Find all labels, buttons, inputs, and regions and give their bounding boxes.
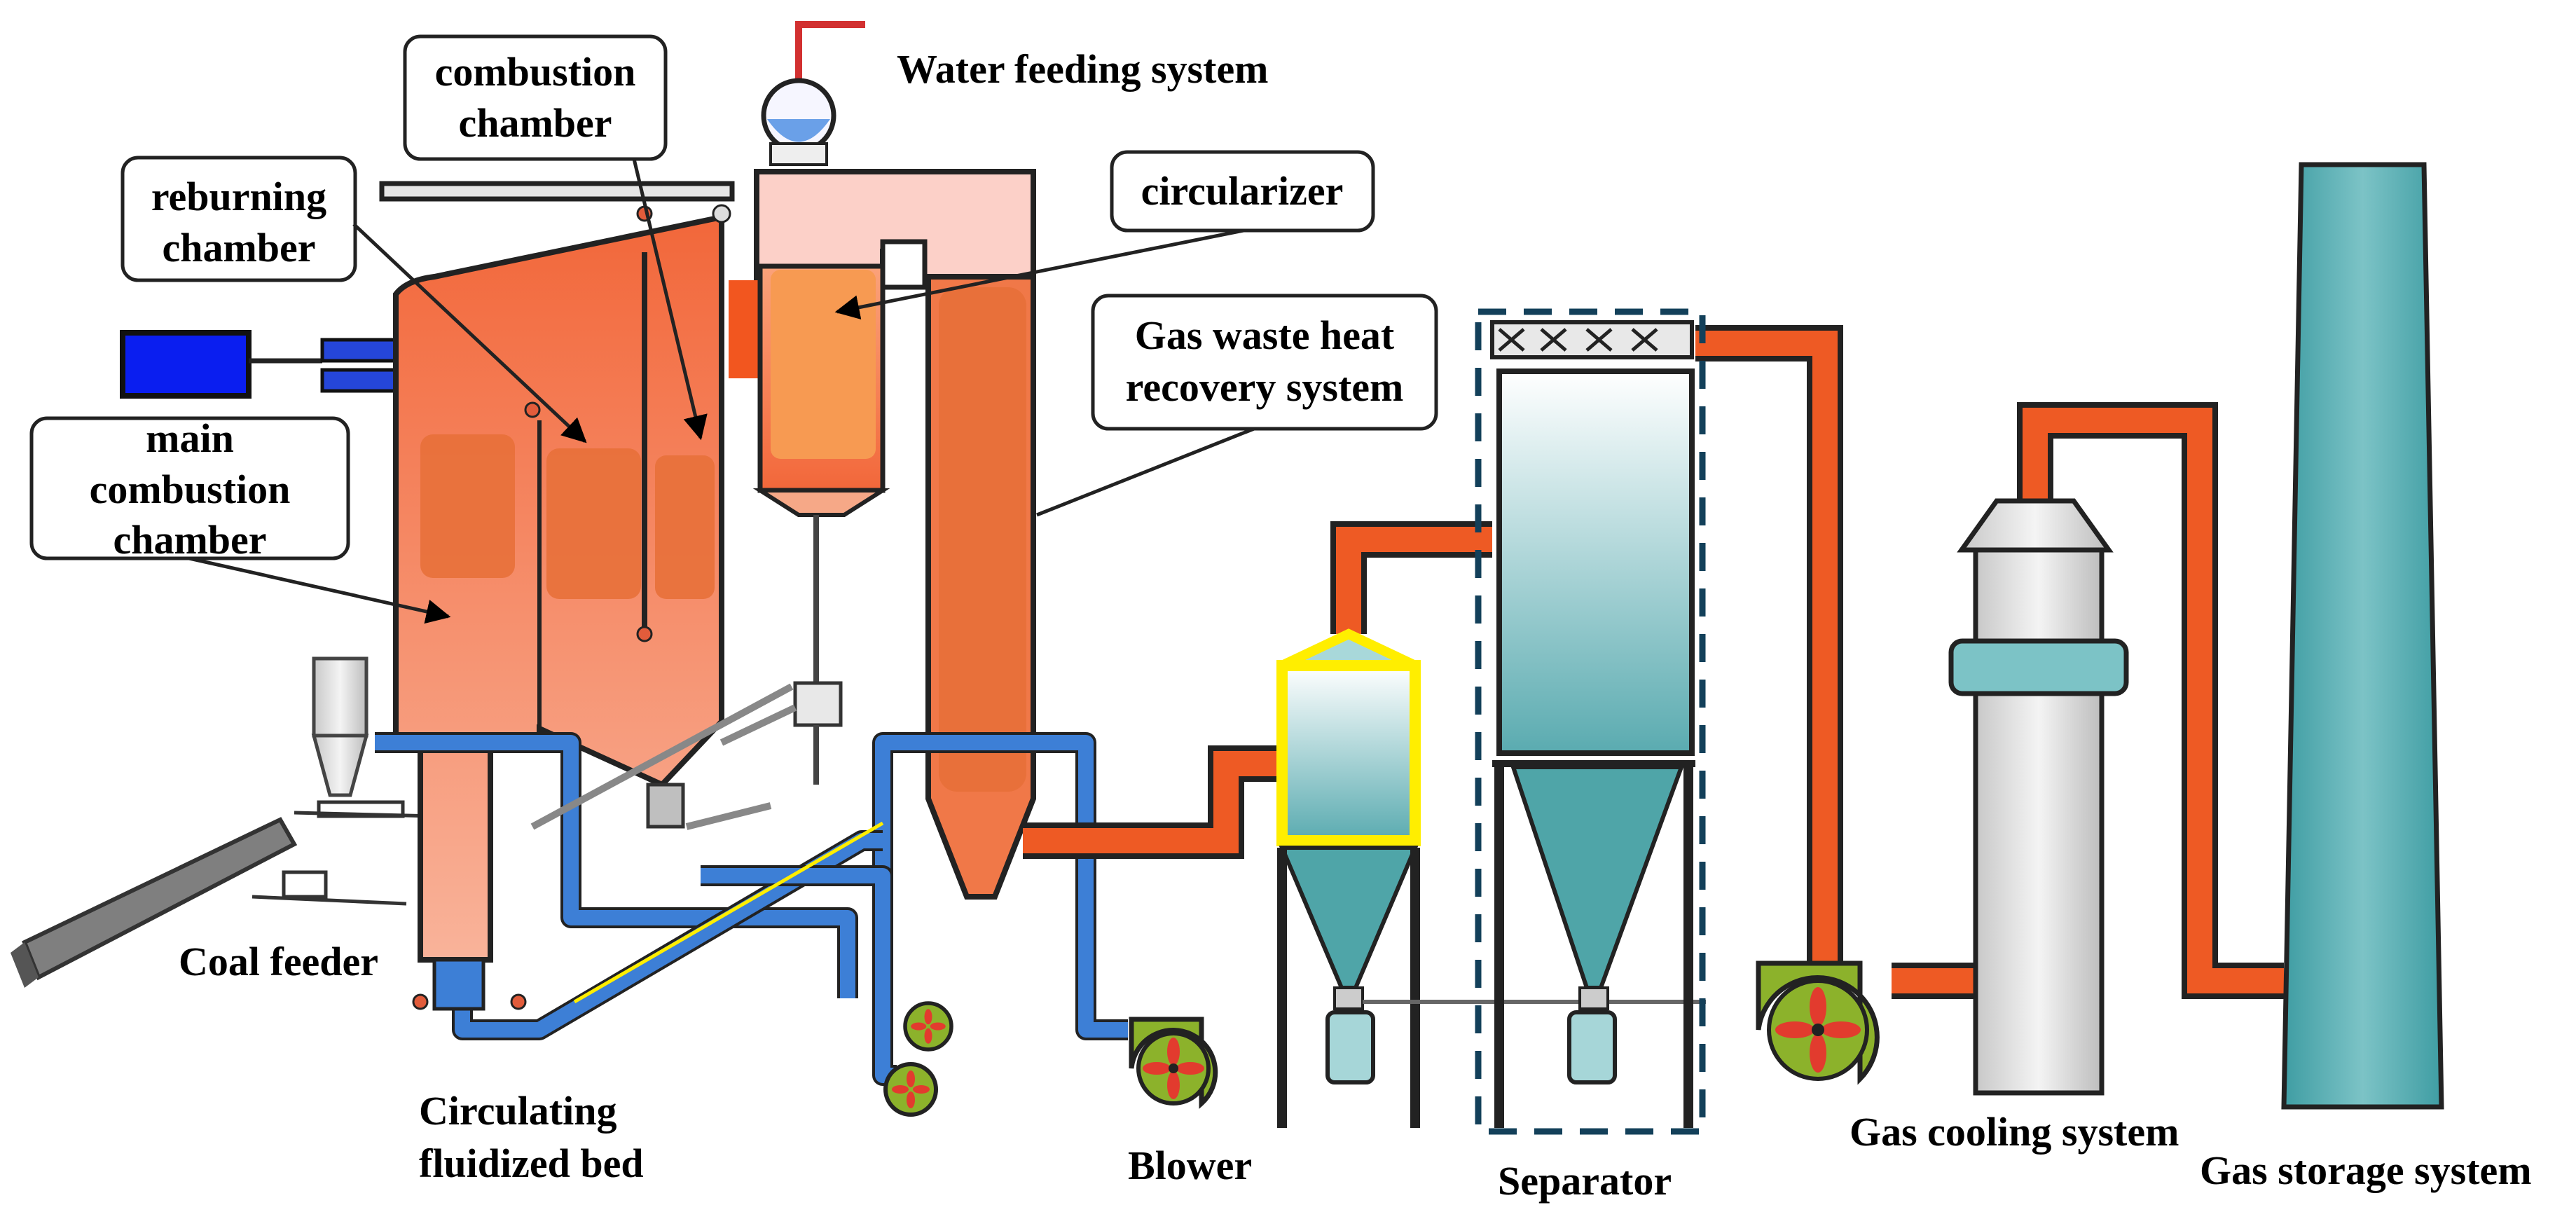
label-blower: Blower — [1128, 1143, 1252, 1188]
callout-text: chamber — [113, 517, 266, 563]
callout-text: chamber — [458, 100, 612, 146]
separator — [1475, 308, 1706, 1135]
callout-text: reburning — [151, 174, 326, 219]
callout-combustion-chamber: combustion chamber — [403, 34, 708, 441]
label-gas-storage: Gas storage system — [2200, 1148, 2532, 1193]
fan-icon — [1756, 960, 1880, 1085]
callout-text: combustion — [435, 49, 636, 95]
fan-icon — [1129, 1017, 1218, 1109]
callout-text: circularizer — [1141, 168, 1344, 214]
label-cfb: Circulating — [419, 1088, 617, 1134]
callout-text: recovery system — [1126, 364, 1404, 410]
callout-reburning-chamber: reburning chamber — [120, 156, 587, 443]
bag-filter — [1276, 628, 1706, 1128]
gas-storage-stack — [2281, 162, 2444, 1110]
water-drum — [761, 21, 865, 166]
cfb-bottom — [412, 958, 527, 1011]
gas-cooling-tower — [1948, 498, 2129, 1096]
heat-recovery-column — [880, 239, 1036, 900]
coal-feeder — [11, 656, 435, 988]
label-gas-cooling: Gas cooling system — [1850, 1109, 2179, 1155]
callout-text: main — [146, 415, 234, 461]
callout-text: combustion — [90, 467, 291, 512]
label-cfb: fluidized bed — [419, 1141, 644, 1186]
fan-icon — [883, 1061, 939, 1117]
callout-gas-waste-heat: Gas waste heat recovery system — [1036, 294, 1438, 517]
furnace — [379, 181, 735, 963]
fan-icon — [903, 1001, 953, 1052]
callout-text: chamber — [162, 225, 315, 270]
callout-circularizer: circularizer — [834, 150, 1375, 319]
label-water-feeding: Water feeding system — [897, 46, 1269, 92]
burner-motor — [120, 327, 421, 405]
label-coal-feeder: Coal feeder — [179, 939, 378, 984]
label-separator: Separator — [1498, 1158, 1672, 1204]
callout-main-combustion-chamber: main combustion chamber — [29, 415, 451, 624]
callout-text: Gas waste heat — [1135, 312, 1395, 358]
